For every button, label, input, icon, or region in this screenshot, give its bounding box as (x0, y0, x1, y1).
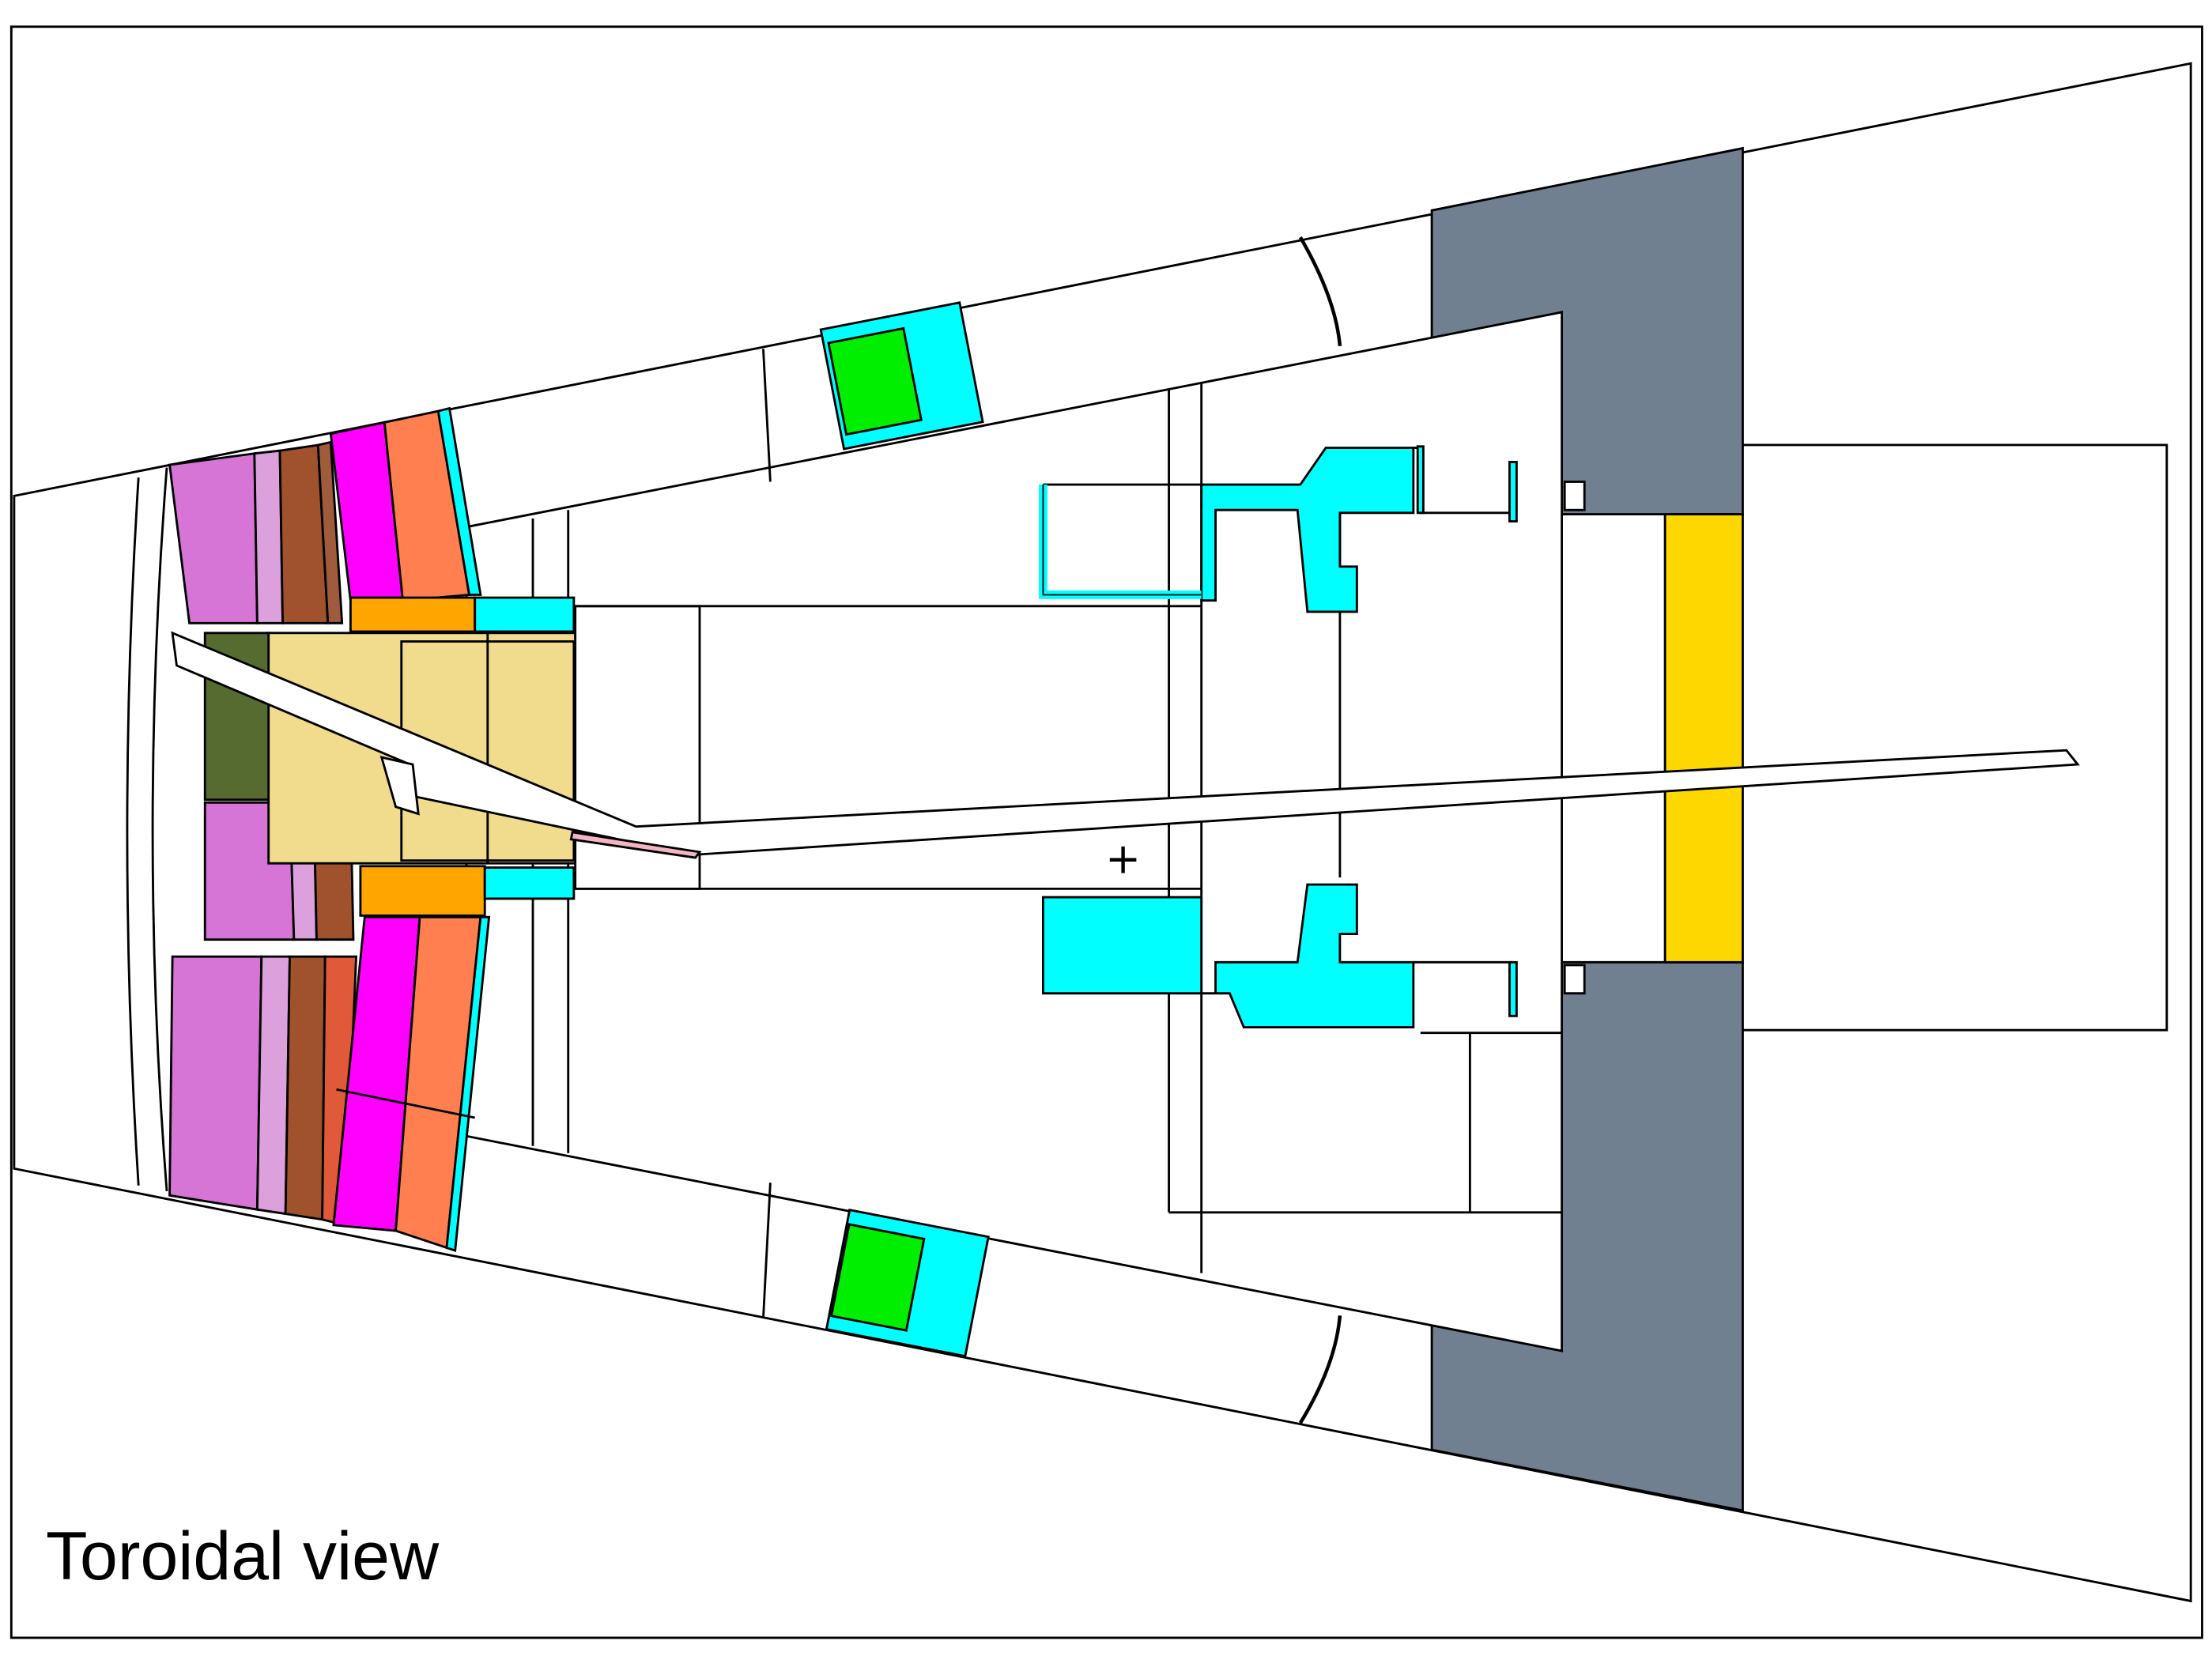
blanket-top-brown2 (316, 440, 344, 624)
beam-window (569, 831, 702, 859)
blanket-top-lilac (253, 449, 285, 624)
coil-bottom-green (829, 1223, 926, 1332)
shield-bottom-cyan (445, 915, 491, 1252)
small-block-bottom (1563, 964, 1586, 995)
port-wall-bottom (483, 866, 576, 900)
small-block-top (1563, 481, 1586, 511)
blanket-bottom-violet (168, 955, 263, 1211)
first-wall-inner-arc (151, 467, 168, 1192)
blanket-bottom-brown (284, 955, 327, 1221)
orange-plate-top (349, 596, 477, 633)
beam-notch (379, 756, 420, 816)
manifold-bottom (1042, 883, 1415, 1029)
arc-top (1298, 236, 1342, 347)
view-caption: Toroidal view (46, 1518, 440, 1594)
blanket-bottom-lilac (255, 955, 291, 1216)
manifold-top-pipe-outline (1042, 485, 1202, 596)
port-wall-top (474, 596, 576, 633)
manifold-top-box (1416, 445, 1425, 515)
shield-top-cyan (436, 406, 482, 596)
center-marker: + (1105, 834, 1141, 884)
wedge-divider-bottom (762, 1183, 772, 1318)
arc-bottom (1298, 1315, 1342, 1424)
bottom-shield-split (336, 1088, 476, 1119)
wedge-divider-top (762, 349, 772, 482)
gold-plug (1663, 513, 1744, 964)
manifold-top-finger (1508, 461, 1518, 522)
manifold-top (1043, 447, 1415, 613)
first-wall-outer-arc (126, 477, 140, 1186)
coil-top-green (827, 326, 923, 436)
manifold-bottom-finger (1508, 960, 1518, 1017)
right-box (1742, 443, 2169, 1032)
orange-plate-bottom (359, 865, 486, 917)
